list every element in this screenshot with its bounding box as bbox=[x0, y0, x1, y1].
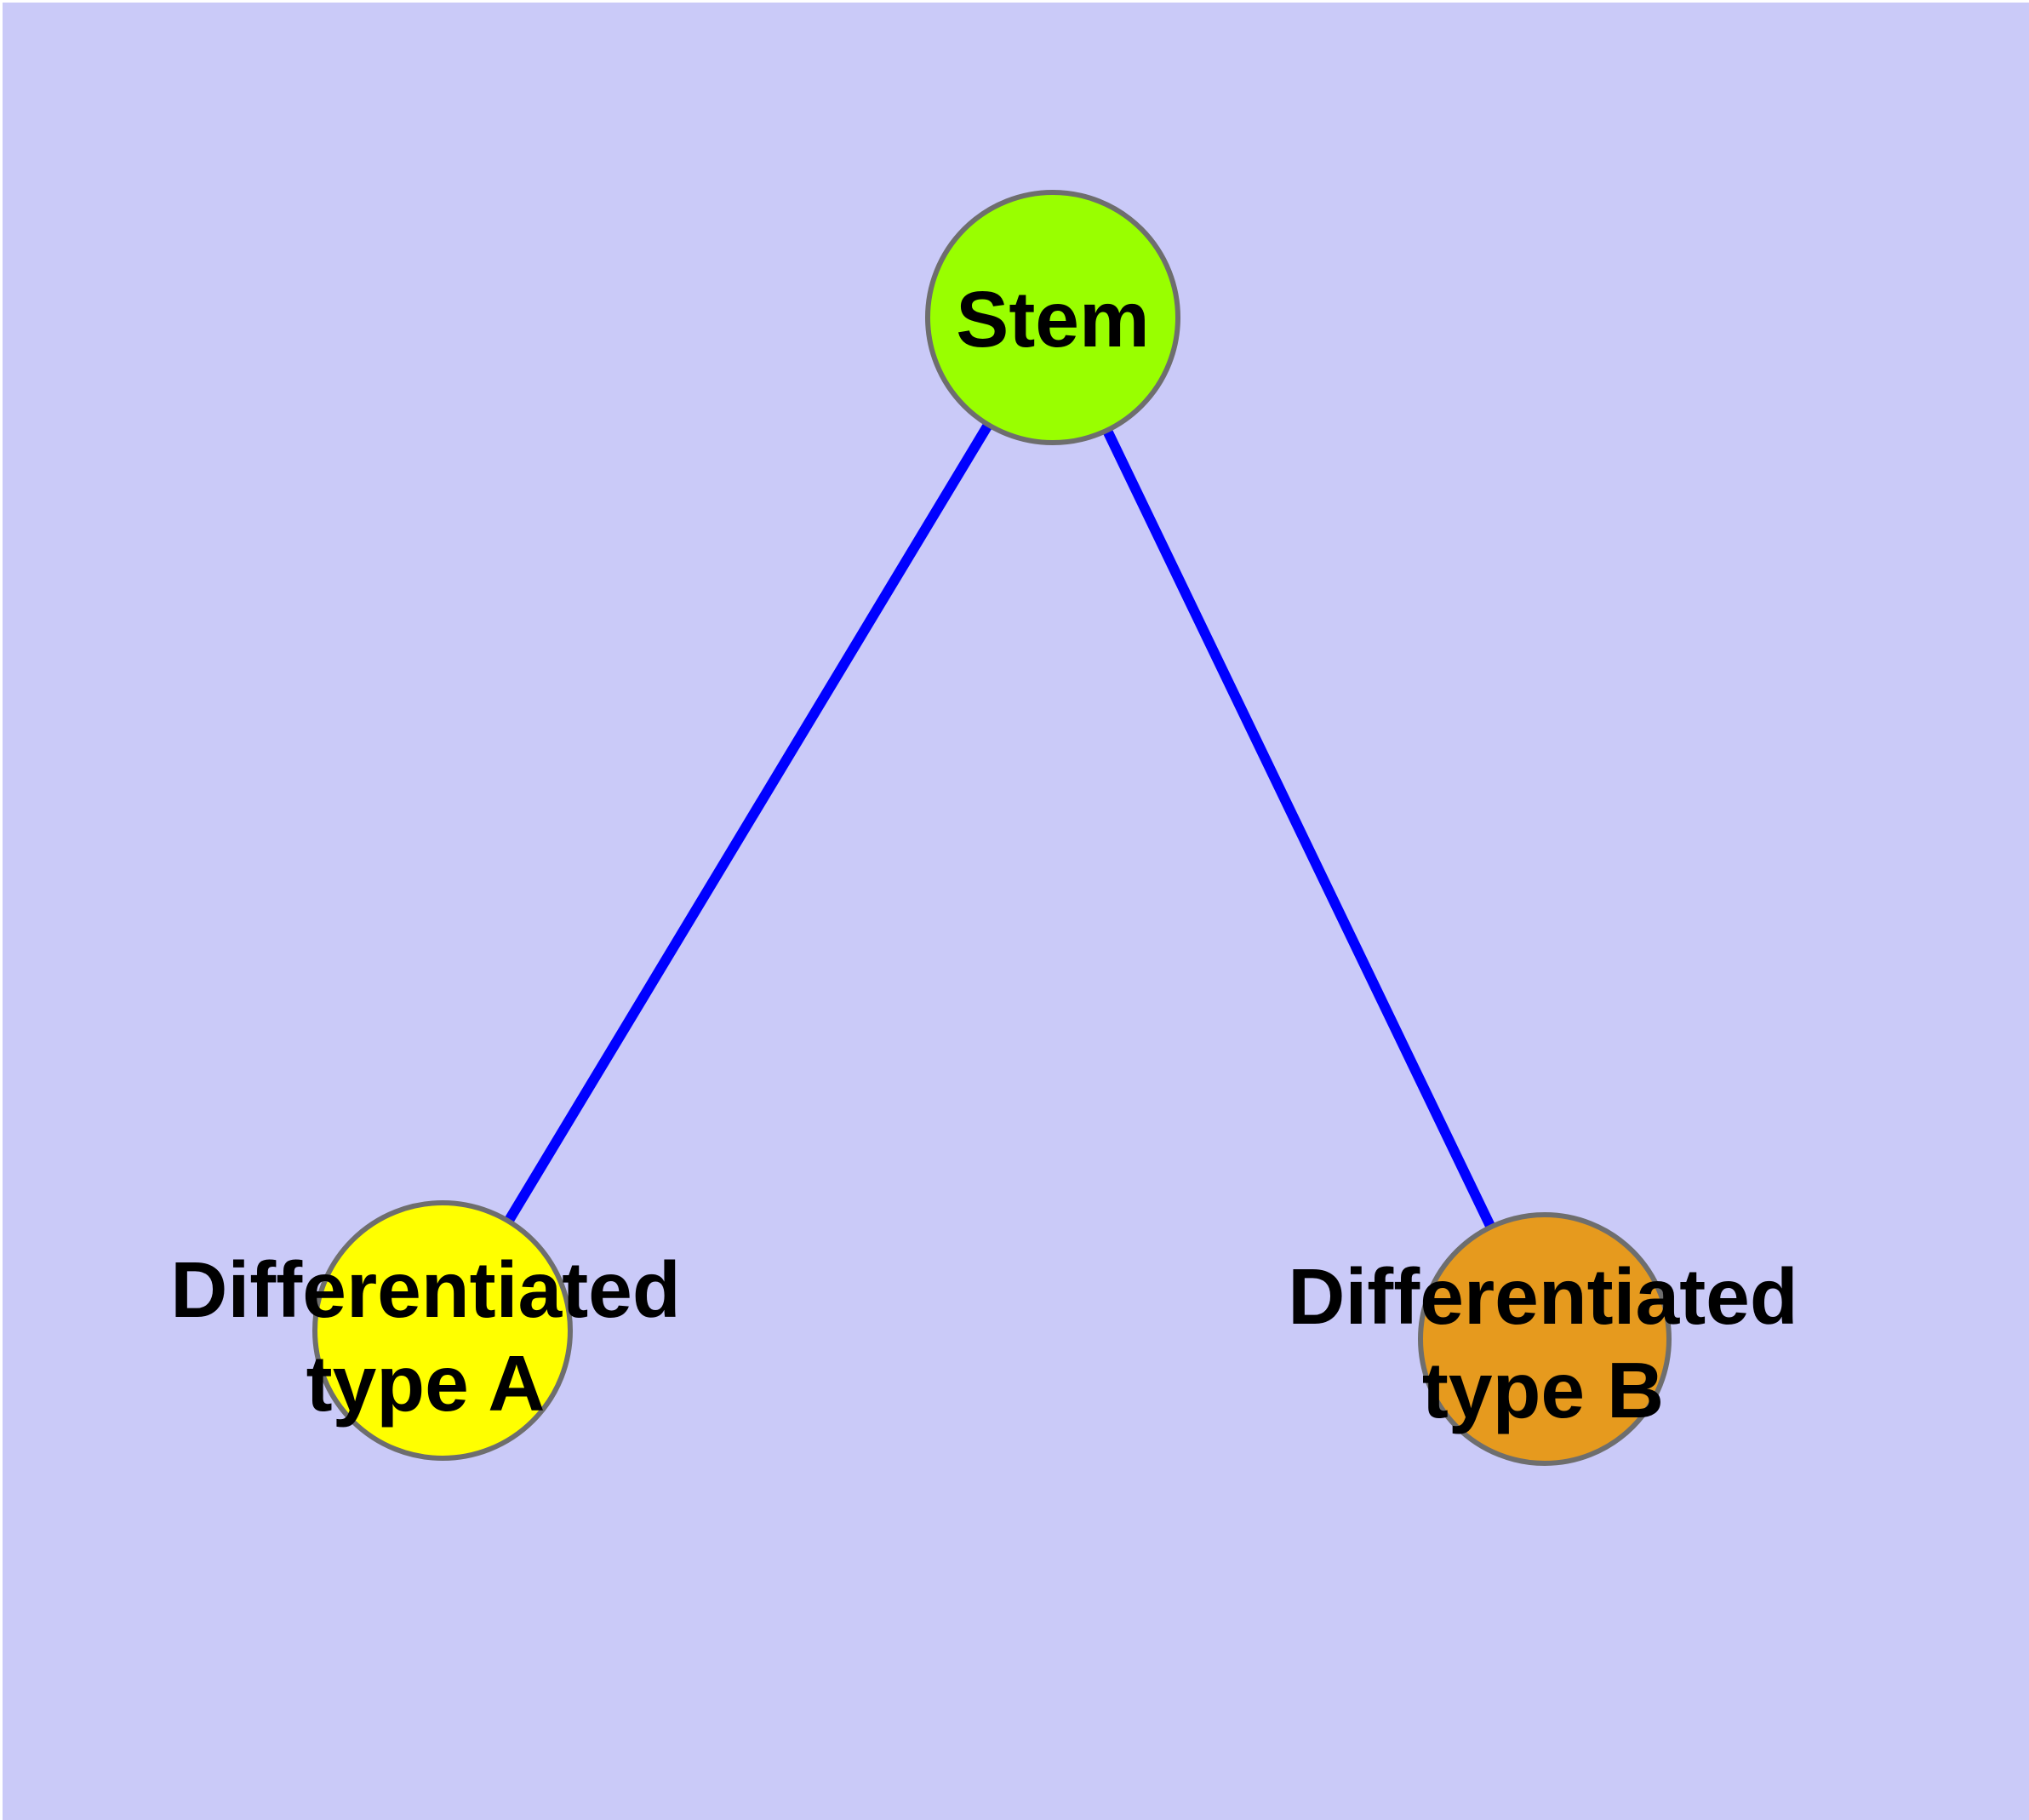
edge-stem-to-typeA bbox=[437, 312, 1058, 1336]
node-stem bbox=[925, 190, 1180, 445]
node-differentiated-type-a bbox=[312, 1200, 573, 1461]
node-differentiated-type-b bbox=[1418, 1212, 1672, 1466]
edge-stem-to-typeB bbox=[1048, 312, 1550, 1344]
